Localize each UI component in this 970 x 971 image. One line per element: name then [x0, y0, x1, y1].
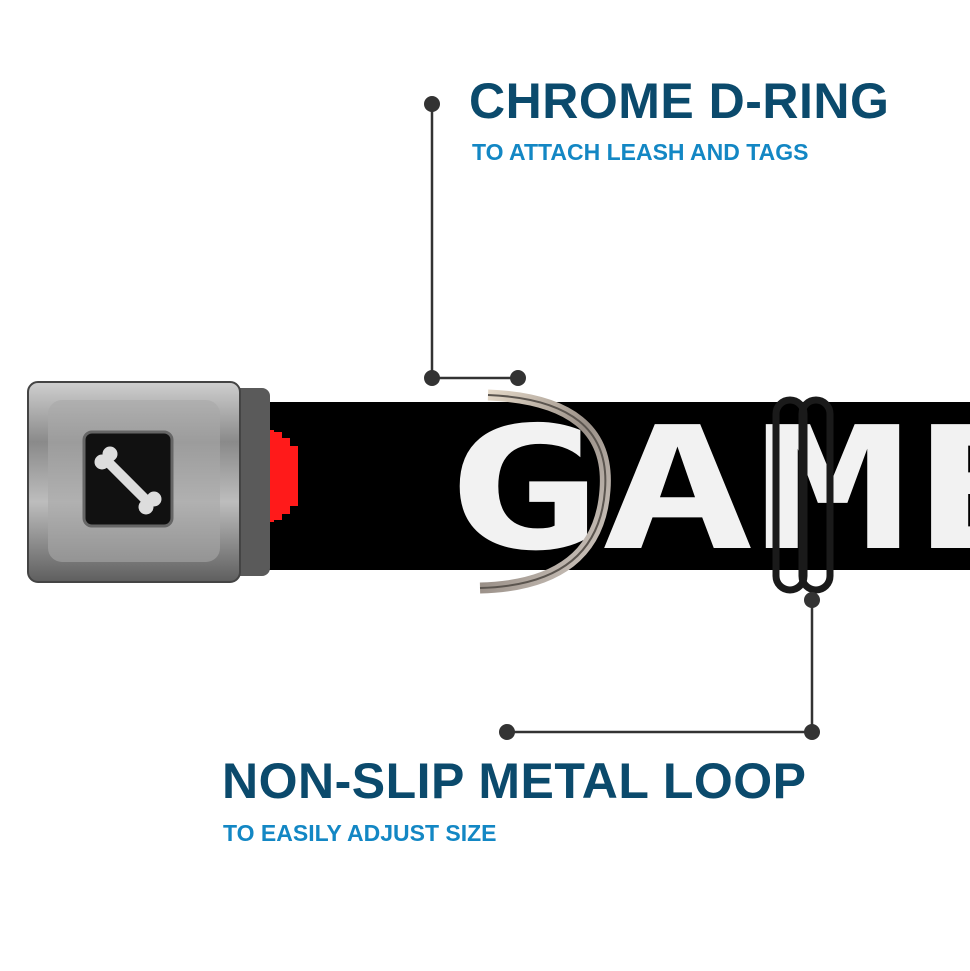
seatbelt-buckle — [27, 381, 270, 583]
d-ring-subtitle: TO ATTACH LEASH AND TAGS — [472, 139, 809, 165]
loop-subtitle: TO EASILY ADJUST SIZE — [223, 820, 497, 846]
loop-title: NON-SLIP METAL LOOP — [222, 753, 807, 809]
d-ring-leader-line — [424, 96, 526, 386]
bone-icon — [94, 446, 162, 515]
d-ring-title: CHROME D-RING — [469, 73, 890, 129]
belt-print-text: GAME — [445, 391, 970, 589]
metal-loop — [772, 396, 834, 594]
collar-strap — [262, 402, 970, 570]
loop-leader-line — [499, 592, 820, 740]
